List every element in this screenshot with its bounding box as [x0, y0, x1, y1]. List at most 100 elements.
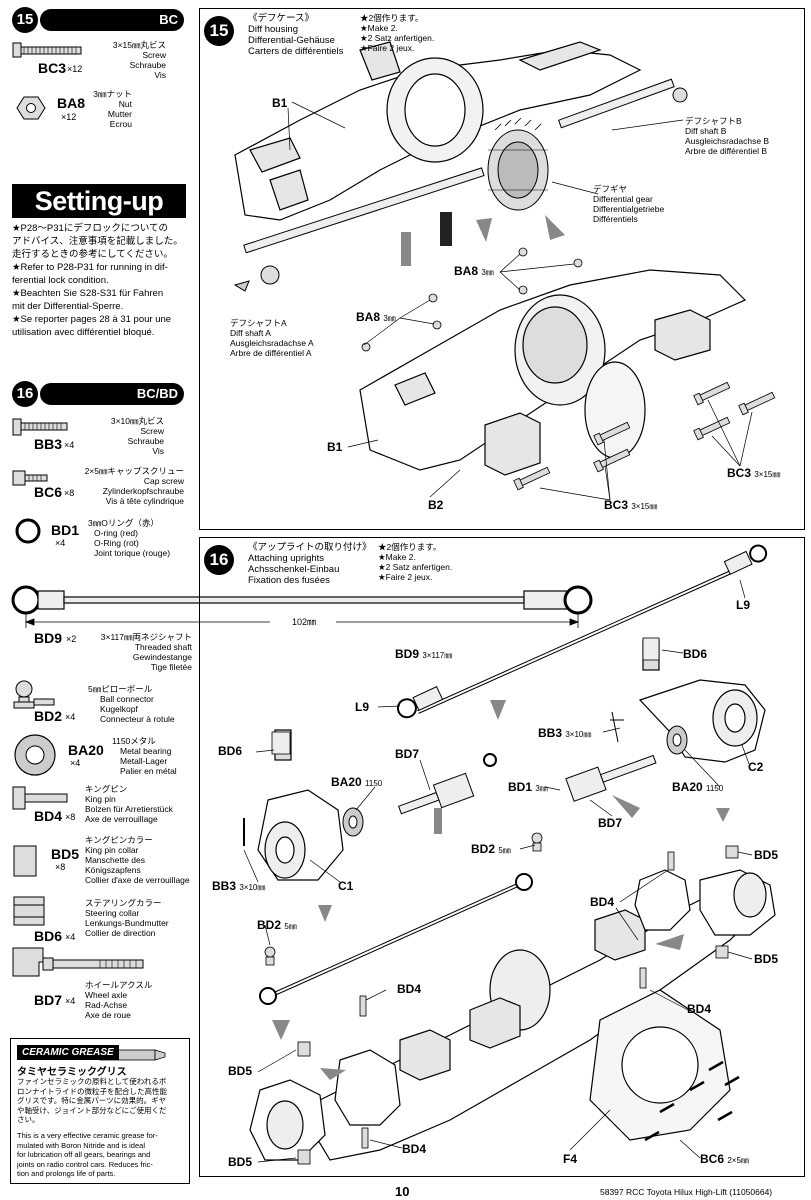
part-qty-bd7: ×4	[65, 996, 76, 1006]
step-16-number: 16	[204, 545, 234, 575]
label-c1: C1	[338, 879, 354, 893]
label-bd4-a: BD4	[590, 895, 615, 909]
part-qty-bc6: ×8	[64, 488, 75, 498]
label-bd5-c: BD5	[228, 1064, 253, 1078]
label-ba20-b: BA20 1150	[672, 780, 724, 794]
cap-screw-icon	[12, 470, 48, 486]
part-qty-bc3: ×12	[67, 64, 83, 74]
part-desc-bc6: 2×5㎜キャップスクリュー Cap screw Zylinderkopfschr…	[84, 466, 184, 506]
step-15-panel	[199, 8, 805, 530]
label-bd7-a: BD7	[395, 747, 420, 761]
step-16-title: 《アップライトの取り付け》 Attaching uprights Achssch…	[248, 542, 372, 586]
part-code-bd4: BD4	[34, 808, 63, 824]
part-qty-bd9: ×2	[66, 634, 77, 644]
label-bd4-d: BD4	[402, 1142, 427, 1156]
label-l9-b: L9	[355, 700, 370, 714]
divider	[40, 19, 150, 21]
label-bc3-b: BC3 3×15㎜	[604, 498, 658, 512]
part-code-bd9: BD9	[34, 630, 63, 646]
part-code-bc6: BC6	[34, 484, 63, 500]
screw-icon	[12, 418, 68, 436]
step-16-badge: 16	[12, 381, 38, 407]
label-f4: F4	[563, 1152, 578, 1166]
ceramic-grease-jp-text: ファインセラミックの原料として使われるボ ロンナイトライドの微粒子を配合した高性…	[17, 1077, 167, 1124]
ceramic-grease-title: タミヤセラミックグリス	[17, 1067, 127, 1078]
part-desc-bd2: 5㎜ピローボール Ball connector Kugelkopf Connec…	[88, 684, 175, 724]
part-desc-bb3: 3×10㎜丸ビス Screw Schraube Vis	[110, 416, 164, 456]
label-bd6-b: BD6	[218, 744, 243, 758]
part-qty-bd2: ×4	[65, 712, 76, 722]
step-16-panel	[199, 537, 805, 1177]
part-desc-bd9: 3×117㎜両ネジシャフト Threaded shaft Gewindestan…	[100, 632, 192, 672]
ball-connector-icon	[13, 680, 55, 709]
part-qty-bd6: ×4	[65, 932, 76, 942]
label-ba8-a: BA8 3㎜	[454, 264, 494, 278]
part-qty-bd1: ×4	[55, 538, 66, 548]
step-15-number: 15	[204, 16, 234, 46]
setting-up-banner: Setting-up	[12, 184, 186, 218]
label-b1-bottom: B1	[327, 440, 343, 454]
part-qty-ba8: ×12	[61, 112, 77, 122]
part-desc-bd6: ステアリングカラー Steering collar Lenkungs-Bundm…	[85, 898, 169, 938]
page-number: 10	[395, 1184, 410, 1199]
label-bd5-b: BD5	[754, 952, 779, 966]
part-qty-bb3: ×4	[64, 440, 75, 450]
ceramic-grease-box: CERAMIC GREASE タミヤセラミックグリス ファインセラミックの原料と…	[10, 1038, 190, 1184]
part-qty-bd4: ×8	[65, 812, 76, 822]
step-15-title: 《デフケース》 Diff housing Differential-Gehäus…	[248, 13, 344, 57]
part-desc-bd5: キングピンカラー King pin collar Manschette des …	[85, 835, 190, 885]
label-bd5-d: BD5	[228, 1155, 253, 1169]
label-bd2-b: BD2 5㎜	[257, 918, 297, 932]
part-desc-bd1: 3㎜Oリング（赤） O-ring (red) O-Ring (rot) Join…	[88, 518, 171, 558]
part-desc-bd4: キングピン King pin Bolzen für Arretierstück …	[85, 784, 173, 824]
step-16-make-note: ★2個作ります。 ★Make 2. ★2 Satz anfertigen. ★F…	[378, 542, 453, 582]
label-bd6-a: BD6	[683, 647, 708, 661]
label-ba20-a: BA20 1150	[331, 775, 383, 789]
product-info: 58397 RCC Toyota Hilux High-Lift (110506…	[600, 1187, 773, 1197]
part-code-bd6: BD6	[34, 928, 63, 944]
label-bd7-b: BD7	[598, 816, 623, 830]
part-code-bb3: BB3	[34, 436, 63, 452]
step-15-badge: 15	[12, 7, 38, 33]
part-code-bc3: BC3	[38, 60, 67, 76]
label-bd4-b: BD4	[687, 1002, 712, 1016]
steering-collar-icon	[13, 896, 45, 926]
part-desc-ba20: 1150メタル Metal bearing Metall-Lager Palie…	[112, 736, 177, 776]
shaft-length-label: 102㎜	[290, 615, 319, 628]
setting-up-title: Setting-up	[34, 186, 164, 216]
label-b2: B2	[428, 498, 444, 512]
label-bd4-c: BD4	[397, 982, 422, 996]
part-code-bd5: BD5	[51, 846, 80, 862]
label-bd5-a: BD5	[754, 848, 779, 862]
ceramic-grease-badge: CERAMIC GREASE	[17, 1045, 119, 1060]
bearing-icon	[14, 734, 56, 776]
part-code-ba8: BA8	[57, 95, 86, 111]
step-15-make-note: ★2個作ります。 ★Make 2. ★2 Satz anfertigen. ★F…	[360, 13, 435, 53]
label-l9-a: L9	[736, 598, 751, 612]
diff-gear-label: デフギヤ Differential gear Differentialgetri…	[593, 184, 665, 224]
o-ring-icon	[15, 518, 41, 544]
king-pin-icon	[12, 786, 68, 810]
label-bd1: BD1 3㎜	[508, 780, 548, 794]
label-bc6: BC6 2×5㎜	[700, 1152, 749, 1166]
label-bd2-a: BD2 5㎜	[471, 842, 511, 856]
ceramic-grease-en-text: This is a very effective ceramic grease …	[17, 1131, 158, 1178]
label-b1-top: B1	[272, 96, 288, 110]
king-pin-collar-icon	[13, 845, 37, 877]
label-c2: C2	[748, 760, 764, 774]
label-ba8-b: BA8 3㎜	[356, 310, 396, 324]
step-16-tag: BC/BD	[40, 383, 184, 405]
part-code-ba20: BA20	[68, 742, 104, 758]
diff-shaft-b-label: デフシャフトB Diff shaft B Ausgleichsradachse …	[685, 116, 770, 156]
nut-icon	[16, 96, 46, 120]
part-qty-bd5: ×8	[55, 862, 66, 872]
part-desc-ba8: 3㎜ナット Nut Mutter Ecrou	[93, 89, 132, 129]
part-desc-bd7: ホイールアクスル Wheel axle Rad-Achse Axe de rou…	[85, 980, 153, 1020]
label-bb3-a: BB3 3×10㎜	[538, 726, 592, 740]
label-bb3-b: BB3 3×10㎜	[212, 879, 266, 893]
diff-shaft-a-label: デフシャフトA Diff shaft A Ausgleichsradachse …	[230, 318, 314, 358]
part-qty-ba20: ×4	[70, 758, 81, 768]
part-code-bd7: BD7	[34, 992, 63, 1008]
part-code-bd1: BD1	[51, 522, 80, 538]
part-desc-bc3: 3×15㎜丸ビス Screw Schraube Vis	[112, 40, 166, 80]
